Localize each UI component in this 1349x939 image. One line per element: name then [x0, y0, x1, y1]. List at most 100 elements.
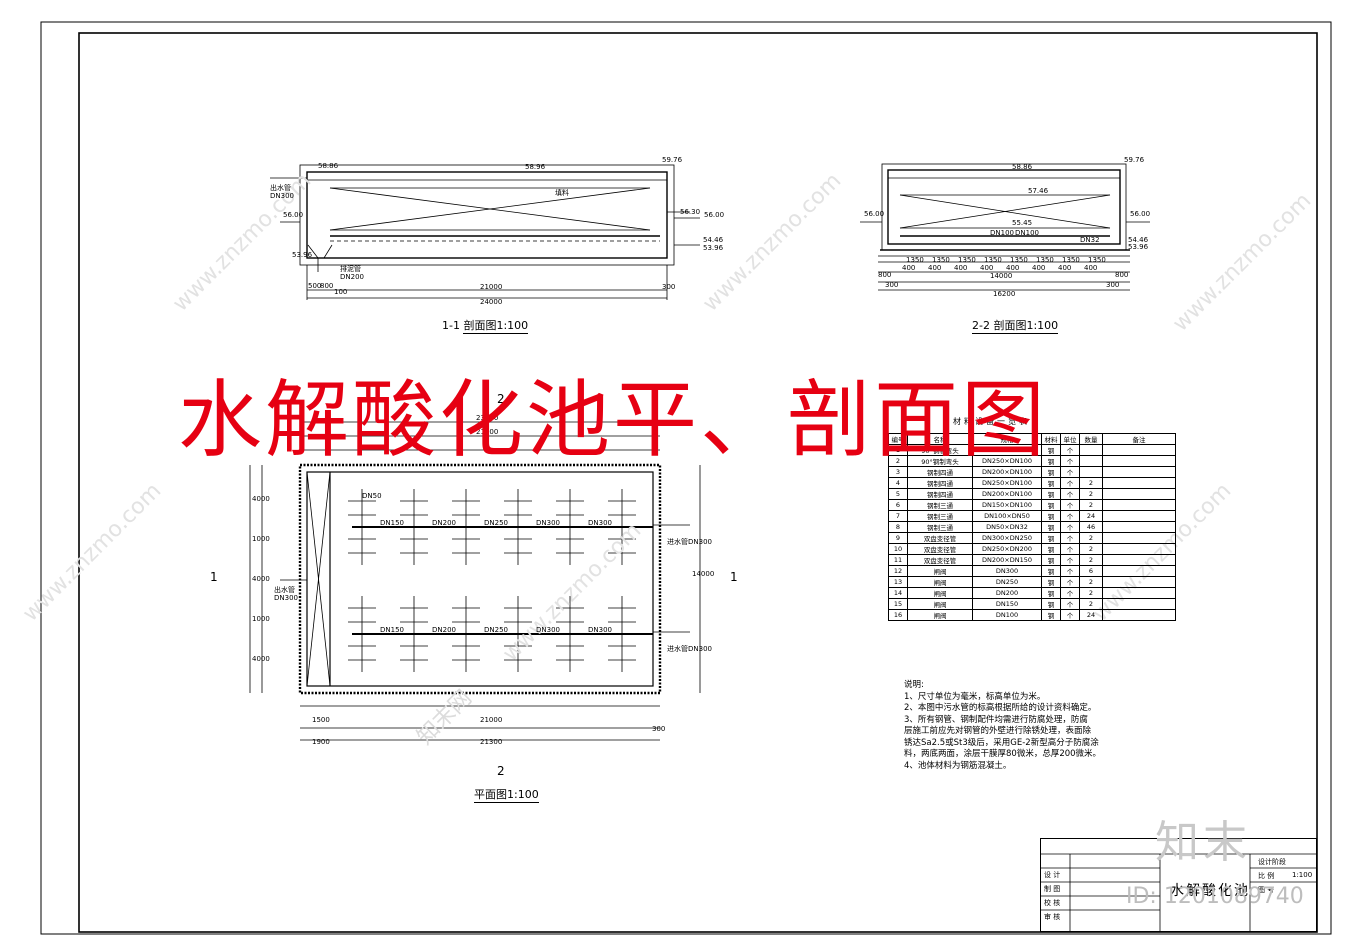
materials-cell: 个 [1060, 565, 1080, 577]
materials-cell: DN100×DN50 [972, 510, 1042, 522]
materials-cell: 双盘变径管 [907, 554, 973, 566]
dim-label: 400 [902, 264, 916, 272]
materials-cell: 钢制三通 [907, 510, 973, 522]
dim-label: 21300 [480, 738, 503, 746]
materials-cell: 钢制三通 [907, 521, 973, 533]
title-block-name: 水解酸化池 [1170, 883, 1250, 899]
pipe-label: DN300 [536, 519, 560, 527]
title-block-label: 审 核 [1044, 913, 1061, 921]
materials-cell: 闸阀 [907, 565, 973, 577]
materials-cell: 双盘变径管 [907, 543, 973, 555]
materials-cell [1102, 565, 1176, 577]
materials-cell [1079, 444, 1103, 456]
materials-cell: 16 [888, 609, 908, 621]
materials-cell: 6 [1079, 565, 1103, 577]
section-1-caption: 1-1 剖面图1:100 [442, 317, 529, 334]
materials-header-cell: 单位 [1060, 433, 1080, 445]
materials-cell: 2 [1079, 587, 1103, 599]
materials-cell: 8 [888, 521, 908, 533]
section-marker: 1 [210, 570, 218, 584]
pipe-label: DN150 [380, 626, 404, 634]
pipe-label: DN32 [1080, 236, 1100, 244]
pipe-label: DN300 [274, 594, 298, 602]
materials-cell: 46 [1079, 521, 1103, 533]
materials-cell: 钢 [1041, 565, 1061, 577]
pipe-label: DN300 [536, 626, 560, 634]
materials-cell: 双盘变径管 [907, 532, 973, 544]
materials-title: 材料设备一览表 [953, 417, 1030, 426]
materials-cell: 24 [1079, 510, 1103, 522]
title-block-label: 制 图 [1044, 885, 1061, 893]
dim-label: 400 [954, 264, 968, 272]
materials-cell: 12 [888, 565, 908, 577]
materials-cell: 钢制四通 [907, 477, 973, 489]
fill-label: 填料 [555, 189, 569, 197]
pipe-label: 出水管 [274, 586, 295, 594]
level-label: 58.86 [1012, 163, 1033, 171]
materials-cell: 2 [1079, 554, 1103, 566]
materials-cell: DN150 [972, 598, 1042, 610]
dim-label: 4000 [252, 575, 270, 583]
materials-cell: 钢 [1041, 609, 1061, 621]
level-label: 56.00 [704, 211, 725, 219]
materials-cell: 7 [888, 510, 908, 522]
materials-cell: 2 [1079, 598, 1103, 610]
notes-lines: 1、尺寸单位为毫米，标高单位为米。2、本图中污水管的标高根据所给的设计资料确定。… [904, 692, 1101, 773]
materials-cell: 钢 [1041, 554, 1061, 566]
inner-frame [78, 32, 1318, 933]
materials-cell: 2 [1079, 499, 1103, 511]
plan-drawing [249, 421, 701, 741]
dim-label: 24000 [480, 298, 503, 306]
plan-caption-text: 平面图1:100 [474, 788, 539, 803]
materials-cell: DN300×DN250 [972, 532, 1042, 544]
materials-cell: DN250×DN200 [972, 543, 1042, 555]
pipe-label: 排泥管 [340, 265, 361, 273]
section-2-2-drawing [860, 163, 1150, 291]
dim-label: 1350 [906, 256, 924, 264]
materials-cell [1079, 455, 1103, 467]
materials-cell: 5 [888, 488, 908, 500]
section-2-caption: 2-2 剖面图1:100 [972, 317, 1059, 334]
materials-cell: 个 [1060, 554, 1080, 566]
dim-label: 14000 [990, 272, 1013, 280]
materials-cell: 个 [1060, 477, 1080, 489]
materials-cell: 钢制三通 [907, 499, 973, 511]
materials-cell: 2 [1079, 576, 1103, 588]
materials-cell [1079, 466, 1103, 478]
materials-cell [1102, 554, 1176, 566]
title-block-right-label: 图 号 [1258, 886, 1275, 894]
dim-label: 4000 [252, 495, 270, 503]
materials-cell [1102, 477, 1176, 489]
materials-cell: 6 [888, 499, 908, 511]
dim-label: 800 [1115, 271, 1129, 279]
materials-cell [1102, 598, 1176, 610]
materials-cell [1102, 521, 1176, 533]
resource-id: ID: 1201089740 [1126, 884, 1304, 909]
materials-cell: 个 [1060, 576, 1080, 588]
dim-label: 1350 [1010, 256, 1028, 264]
notes-line: 2、本图中污水管的标高根据所给的设计资料确定。 [904, 703, 1097, 713]
dim-label: 400 [980, 264, 994, 272]
materials-cell: 钢 [1041, 510, 1061, 522]
materials-cell [1102, 609, 1176, 621]
level-label: 53.96 [1128, 243, 1149, 251]
level-label: 57.46 [1028, 187, 1049, 195]
section-1-id: 1-1 [442, 319, 460, 332]
title-block-right-label: 比 例 [1258, 872, 1275, 880]
dim-label: 23300 [476, 414, 499, 422]
dim-label: 300 [1106, 281, 1120, 289]
pipe-label: DN200 [432, 626, 456, 634]
materials-cell: DN200 [972, 587, 1042, 599]
dim-label: 1350 [958, 256, 976, 264]
